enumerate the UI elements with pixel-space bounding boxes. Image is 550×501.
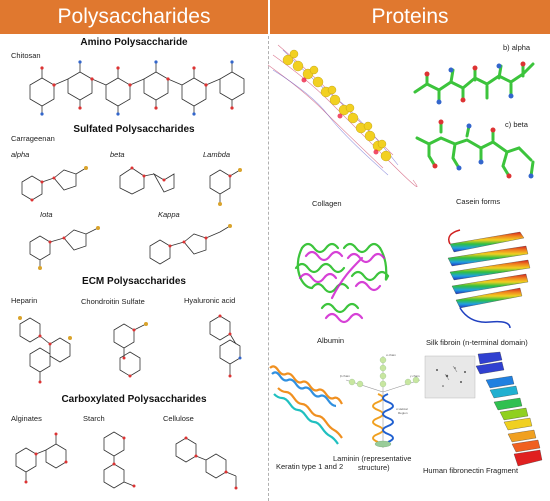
- chondroitin-label: Chondroitin Sulfate: [81, 297, 145, 306]
- svg-text:α chain: α chain: [386, 353, 396, 357]
- heparin-structure: [18, 316, 72, 384]
- keratin-caption: Keratin type 1 and 2: [276, 462, 344, 471]
- section-ecm-title: ECM Polysaccharides: [82, 276, 186, 287]
- laminin-caption-line2: structure): [358, 463, 390, 472]
- hyaluronic-structure: [209, 314, 242, 378]
- starch-structure: [103, 431, 136, 489]
- carrageenan-beta-structure: [119, 166, 175, 195]
- carrageenan-label: Carrageenan: [11, 134, 55, 143]
- section-sulfated-title: Sulfated Polysaccharides: [73, 124, 195, 135]
- collagen-helix-graphic: [267, 44, 418, 187]
- carrageenan-alpha-structure: [21, 166, 88, 202]
- svg-text:γ chain: γ chain: [410, 374, 420, 378]
- polysaccharides-header: Polysaccharides: [0, 0, 268, 34]
- laminin-microscopy-inset: [424, 355, 476, 399]
- svg-text:β chain: β chain: [340, 374, 350, 378]
- casein-alpha-graphic: [413, 61, 535, 105]
- carrageenan-iota-label: Iota: [40, 210, 53, 219]
- carrageenan-alpha-label: alpha: [11, 150, 30, 159]
- fibronectin-graphic: [475, 351, 543, 467]
- carrageenan-beta-label: beta: [110, 150, 125, 159]
- alpha-form-label: b) alpha: [503, 43, 531, 52]
- heparin-label: Heparin: [11, 296, 38, 305]
- carrageenan-lambda-structure: [209, 168, 242, 206]
- proteins-header: Proteins: [270, 0, 550, 34]
- section-amino-title: Amino Polysaccharide: [80, 37, 188, 48]
- fibronectin-caption: Human fibronectin Fragment: [423, 466, 519, 475]
- cellulose-structure: [175, 436, 238, 490]
- casein-beta-graphic: [415, 119, 535, 179]
- chitosan-label: Chitosan: [11, 51, 41, 60]
- carrageenan-kappa-label: Kappa: [158, 210, 180, 219]
- chondroitin-structure: [113, 322, 148, 378]
- carrageenan-kappa-structure: [149, 224, 232, 265]
- svg-text:Region: Region: [398, 411, 408, 415]
- alginates-structure: [15, 432, 68, 484]
- cellulose-label: Cellulose: [163, 414, 194, 423]
- albumin-graphic: [294, 242, 390, 324]
- hyaluronic-label: Hyaluronic acid: [184, 296, 236, 305]
- alginates-label: Alginates: [11, 414, 42, 423]
- section-carboxylated-title: Carboxylated Polysaccharides: [61, 394, 207, 405]
- beta-form-label: c) beta: [505, 120, 528, 129]
- silk-fibroin-graphic: [447, 229, 531, 329]
- column-divider: [268, 36, 269, 501]
- chitosan-structure: [29, 60, 245, 116]
- starch-label: Starch: [83, 414, 105, 423]
- svg-text:α Helical: α Helical: [396, 407, 408, 411]
- carrageenan-lambda-label: Lambda: [203, 150, 231, 159]
- casein-caption: Casein forms: [456, 197, 501, 206]
- silk-fibroin-caption: Silk fibroin (n-terminal domain): [426, 338, 528, 347]
- collagen-caption: Collagen: [312, 199, 342, 208]
- keratin-graphic: [269, 365, 343, 445]
- albumin-caption: Albumin: [317, 336, 345, 345]
- laminin-caption-line1: Laminin (representative: [333, 454, 412, 463]
- carrageenan-iota-structure: [29, 226, 100, 270]
